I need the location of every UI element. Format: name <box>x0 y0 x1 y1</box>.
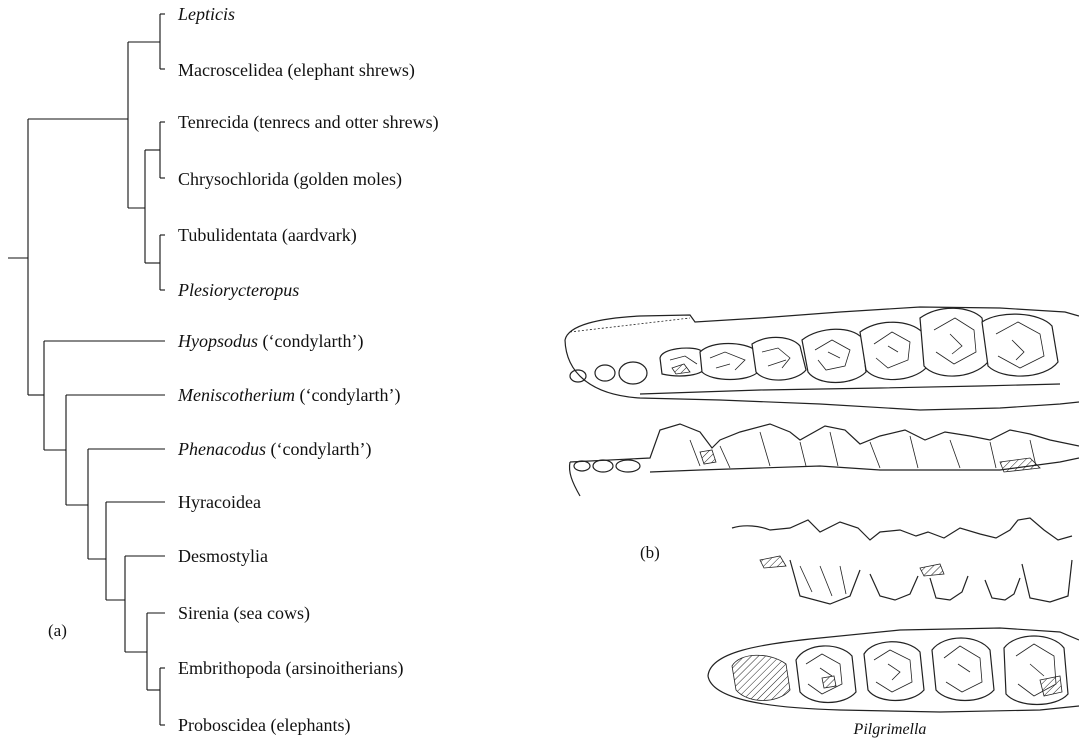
cladogram-branches <box>8 14 165 725</box>
taxon-label-hyopsodus: Hyopsodus (‘condylarth’) <box>177 331 363 352</box>
dentition-illustration: (b) Pilgrimella <box>565 307 1079 738</box>
taxon-label-sirenia: Sirenia (sea cows) <box>178 603 310 624</box>
taxon-label-proboscidea: Proboscidea (elephants) <box>178 715 350 736</box>
panel-label-b: (b) <box>640 543 660 562</box>
taxon-label-macroscelidea: Macroscelidea (elephant shrews) <box>178 60 415 81</box>
jaw-occlusal-upper <box>565 307 1079 410</box>
taxon-label-lepticis: Lepticis <box>177 4 235 24</box>
taxon-label-desmostylia: Desmostylia <box>178 546 268 566</box>
panel-label-a: (a) <box>48 621 67 640</box>
cladogram: Lepticis Macroscelidea (elephant shrews)… <box>8 4 439 736</box>
taxon-label-plesiorycteropus: Plesiorycteropus <box>177 280 299 300</box>
taxon-label-tubulidentata: Tubulidentata (aardvark) <box>178 225 357 246</box>
jaw-lateral-upper <box>569 424 1079 496</box>
taxon-label-chrysochlorida: Chrysochlorida (golden moles) <box>178 169 402 190</box>
taxon-label-hyracoidea: Hyracoidea <box>178 492 261 512</box>
taxon-label-meniscotherium: Meniscotherium (‘condylarth’) <box>177 385 400 406</box>
jaw-lateral-lower <box>732 518 1072 604</box>
specimen-caption: Pilgrimella <box>853 721 927 738</box>
taxon-label-tenrecida: Tenrecida (tenrecs and otter shrews) <box>178 112 439 133</box>
taxon-label-embrithopoda: Embrithopoda (arsinoitherians) <box>178 658 403 679</box>
taxon-label-phenacodus: Phenacodus (‘condylarth’) <box>177 439 371 460</box>
jaw-occlusal-lower <box>708 628 1079 712</box>
taxon-labels: Lepticis Macroscelidea (elephant shrews)… <box>177 4 439 736</box>
